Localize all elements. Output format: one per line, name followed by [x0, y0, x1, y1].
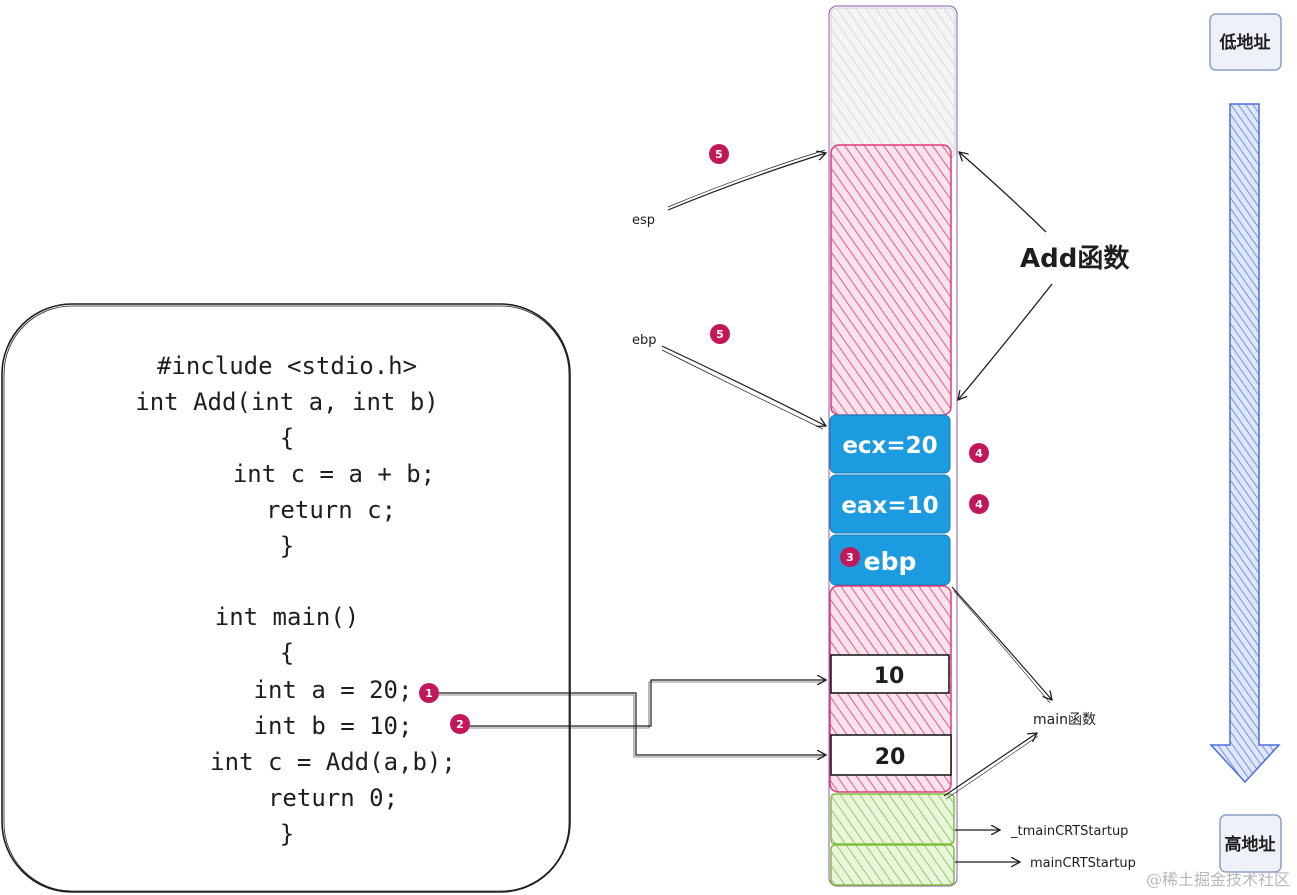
- tmaincrt-frame: [830, 793, 955, 845]
- unused-stack-region: [830, 7, 956, 159]
- maincrt-frame: [830, 844, 955, 886]
- svg-text:5: 5: [716, 328, 724, 341]
- value-10: 10: [874, 664, 905, 689]
- add-frame-region: [830, 144, 952, 416]
- maincrt-pointer: mainCRTStartup: [955, 856, 1136, 871]
- slot-ebp: ebp: [829, 534, 951, 586]
- slot-b-value: 10: [830, 654, 950, 694]
- step-badge-5-ebp: 5: [710, 324, 730, 344]
- step-badge-1: 1: [419, 683, 439, 703]
- code-line-5: }: [280, 532, 294, 560]
- slot-eax: eax=10: [829, 474, 951, 534]
- ecx-label: ecx=20: [842, 433, 937, 459]
- watermark: @稀土掘金技术社区: [1146, 870, 1290, 889]
- code-panel: [1, 303, 571, 893]
- esp-pointer: esp: [632, 149, 826, 228]
- connector-b: [468, 680, 826, 729]
- low-address-box: 低地址: [1209, 13, 1282, 71]
- code-line-8: int a = 20;: [254, 676, 413, 704]
- main-function-arrows: [943, 586, 1052, 800]
- step-badge-3: 3: [840, 547, 860, 567]
- step-badge-2: 2: [450, 714, 470, 734]
- step-badge-5-esp: 5: [709, 144, 729, 164]
- stack-outline: [828, 5, 958, 887]
- ebp-label: ebp: [632, 333, 657, 348]
- code-line-3: int c = a + b;: [233, 460, 435, 488]
- step-badge-4-eax: 4: [969, 494, 989, 514]
- code-line-10: int c = Add(a,b);: [210, 748, 456, 776]
- ebp-slot-label: ebp: [864, 547, 917, 576]
- step-badge-4-ecx: 4: [969, 443, 989, 463]
- code-line-1: int Add(int a, int b): [135, 388, 438, 416]
- low-address-label: 低地址: [1219, 32, 1271, 53]
- svg-text:3: 3: [846, 551, 854, 564]
- code-line-9: int b = 10;: [254, 712, 413, 740]
- svg-text:1: 1: [425, 687, 433, 700]
- maincrt-label: mainCRTStartup: [1030, 856, 1136, 871]
- svg-text:5: 5: [715, 148, 723, 161]
- svg-text:4: 4: [975, 498, 983, 511]
- svg-text:4: 4: [975, 447, 983, 460]
- slot-a-value: 20: [830, 734, 952, 776]
- svg-text:2: 2: [456, 718, 464, 731]
- high-address-label: 高地址: [1225, 834, 1276, 855]
- tmaincrt-label: _tmainCRTStartup: [1010, 824, 1128, 839]
- ebp-pointer: ebp: [632, 333, 826, 430]
- code-line-2: {: [280, 424, 294, 452]
- code-line-11: return 0;: [268, 784, 398, 812]
- slot-ecx: ecx=20: [829, 414, 951, 474]
- code-line-12: }: [280, 820, 294, 848]
- code-line-0: #include <stdio.h>: [157, 352, 417, 380]
- high-address-box: 高地址: [1219, 814, 1282, 873]
- value-20: 20: [875, 745, 906, 770]
- eax-label: eax=10: [841, 493, 938, 519]
- tmaincrt-pointer: _tmainCRTStartup: [955, 824, 1128, 839]
- add-function-label: Add函数: [1020, 244, 1130, 274]
- code-line-7: {: [280, 639, 294, 667]
- add-function-arrows: [958, 152, 1053, 400]
- main-function-label: main函数: [1033, 712, 1096, 728]
- code-line-4: return c;: [266, 496, 396, 524]
- code-lines: #include <stdio.h> int Add(int a, int b)…: [135, 352, 456, 848]
- address-direction-arrow: [1209, 103, 1281, 784]
- code-line-6: int main(): [215, 603, 360, 631]
- esp-label: esp: [632, 213, 655, 228]
